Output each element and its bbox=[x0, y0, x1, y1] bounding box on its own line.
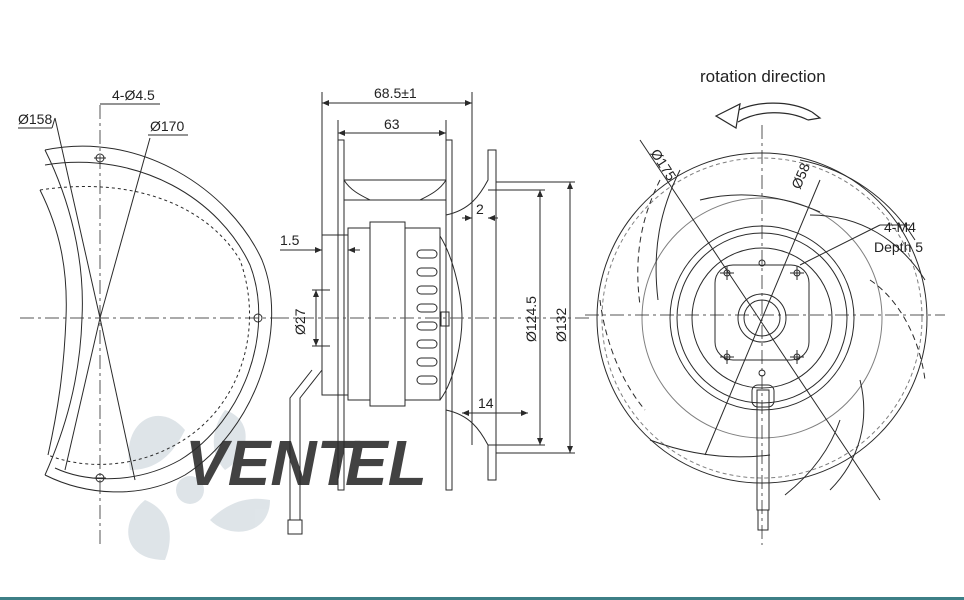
rotation-direction-label: rotation direction bbox=[700, 67, 826, 86]
inlet-depth-label: 14 bbox=[478, 395, 494, 411]
front-impeller-view bbox=[585, 125, 945, 545]
thread-callout-label: 4-M4 bbox=[884, 219, 916, 235]
watermark-text-el: EL bbox=[345, 427, 427, 499]
left-flange-view bbox=[18, 103, 285, 545]
depth-callout-label: Depth 5 bbox=[874, 239, 923, 255]
overall-length-label: 68.5±1 bbox=[374, 85, 417, 101]
diameter-158-label: Ø158 bbox=[18, 111, 52, 127]
bottom-divider bbox=[0, 597, 964, 600]
diameter-170-label: Ø170 bbox=[150, 118, 184, 134]
watermark-text: VENT bbox=[185, 427, 361, 499]
watermark: VENT EL bbox=[128, 410, 427, 560]
outer-inlet-diameter-label: Ø132 bbox=[553, 308, 569, 342]
flange-thickness-label: 1.5 bbox=[280, 232, 300, 248]
gap-label: 2 bbox=[476, 201, 484, 217]
rotation-arrow-icon bbox=[714, 102, 822, 129]
fan-logo-icon bbox=[128, 410, 270, 560]
body-length-label: 63 bbox=[384, 116, 400, 132]
inner-inlet-diameter-label: Ø124.5 bbox=[523, 296, 539, 342]
side-view bbox=[275, 92, 590, 535]
hub-diameter-label: Ø27 bbox=[292, 308, 308, 335]
hole-callout: 4-Ø4.5 bbox=[112, 87, 155, 103]
